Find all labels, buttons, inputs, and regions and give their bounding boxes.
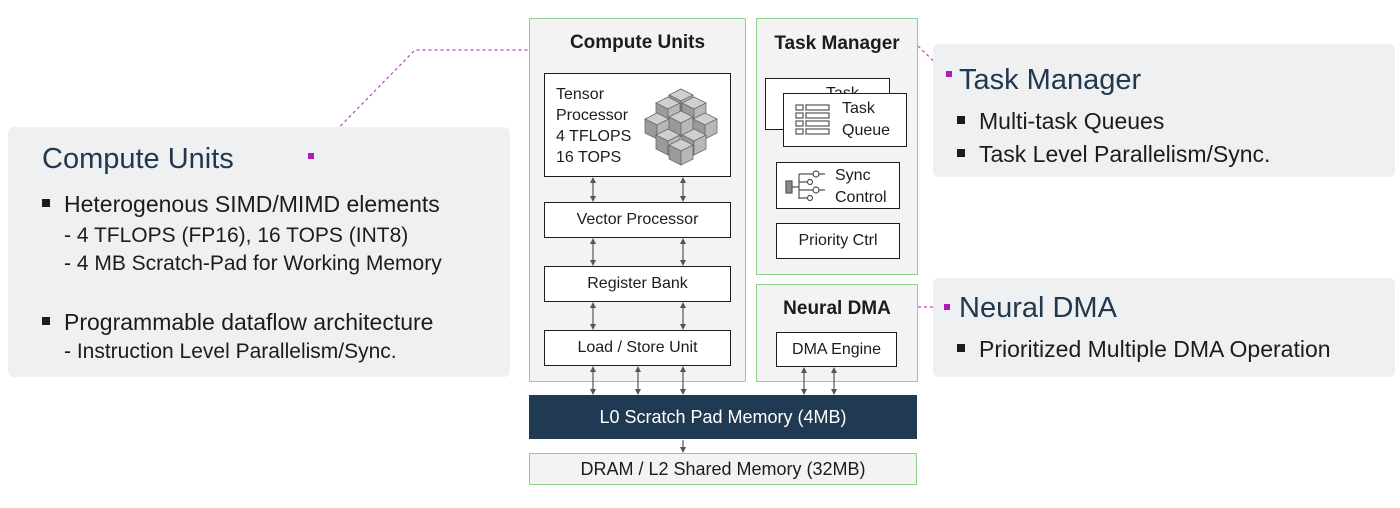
dma-bullet-1: Prioritized Multiple DMA Operation xyxy=(957,336,1331,363)
task-queue-label-1: Task xyxy=(842,100,875,117)
compute-bullet-2: Programmable dataflow architecture xyxy=(42,309,433,336)
bullet-square-icon xyxy=(957,148,965,157)
task-manager-callout: Task Manager Multi-task Queues Task Leve… xyxy=(933,44,1395,177)
dma-engine-box: DMA Engine xyxy=(776,332,897,367)
dma-panel-title: Neural DMA xyxy=(783,298,891,319)
compute-sub-3: - Instruction Level Parallelism/Sync. xyxy=(64,340,397,363)
task-panel-title: Task Manager xyxy=(774,33,900,54)
register-bank-box: Register Bank xyxy=(544,266,731,302)
task-queue-box: Task Queue xyxy=(783,93,907,147)
bullet-square-icon xyxy=(957,343,965,352)
bullet-square-icon xyxy=(42,198,50,207)
task-bullet-1-text: Multi-task Queues xyxy=(979,108,1165,134)
sync-tree-icon xyxy=(785,170,825,202)
dma-bullet-1-text: Prioritized Multiple DMA Operation xyxy=(979,336,1331,362)
tensor-line-1: Tensor xyxy=(556,86,605,103)
load-store-unit-box: Load / Store Unit xyxy=(544,330,731,366)
task-marker-icon xyxy=(946,71,952,77)
task-connector xyxy=(917,45,948,75)
tensor-line-4: 16 TOPS xyxy=(556,149,622,166)
neural-dma-callout: Neural DMA Prioritized Multiple DMA Oper… xyxy=(933,278,1395,377)
bullet-square-icon xyxy=(957,115,965,124)
task-callout-title: Task Manager xyxy=(959,64,1142,96)
compute-sub-1: - 4 TFLOPS (FP16), 16 TOPS (INT8) xyxy=(64,224,409,247)
task-queue-label-2: Queue xyxy=(842,122,891,139)
bullet-square-icon xyxy=(42,316,50,325)
compute-panel-title: Compute Units xyxy=(569,32,706,53)
tensor-processor-box: Tensor Processor 4 TFLOPS 16 TOPS xyxy=(544,73,731,177)
compute-sub-2: - 4 MB Scratch-Pad for Working Memory xyxy=(64,252,442,275)
l0-scratch-pad-memory: L0 Scratch Pad Memory (4MB) xyxy=(529,395,917,439)
sync-label-2: Control xyxy=(835,189,887,206)
tensor-line-3: 4 TFLOPS xyxy=(556,128,632,145)
compute-connector xyxy=(310,49,528,157)
compute-bullet-1-text: Heterogenous SIMD/MIMD elements xyxy=(64,191,440,217)
priority-ctrl-box: Priority Ctrl xyxy=(776,223,900,259)
dma-marker-icon xyxy=(944,304,950,310)
compute-bullet-1: Heterogenous SIMD/MIMD elements xyxy=(42,191,440,218)
compute-marker-icon xyxy=(308,153,314,159)
sync-control-box: Sync Control xyxy=(776,162,900,209)
compute-units-callout: Compute Units Heterogenous SIMD/MIMD ele… xyxy=(8,127,510,377)
vector-processor-box: Vector Processor xyxy=(544,202,731,238)
dram-l2-shared-memory: DRAM / L2 Shared Memory (32MB) xyxy=(529,453,917,485)
task-bullet-2-text: Task Level Parallelism/Sync. xyxy=(979,141,1271,167)
sync-label-1: Sync xyxy=(835,167,871,184)
queue-list-icon xyxy=(795,104,830,135)
dma-callout-title: Neural DMA xyxy=(959,292,1117,324)
task-bullet-1: Multi-task Queues xyxy=(957,108,1164,135)
compute-callout-title: Compute Units xyxy=(42,143,234,175)
compute-bullet-2-text: Programmable dataflow architecture xyxy=(64,309,434,335)
task-bullet-2: Task Level Parallelism/Sync. xyxy=(957,141,1270,168)
tensor-line-2: Processor xyxy=(556,107,629,124)
